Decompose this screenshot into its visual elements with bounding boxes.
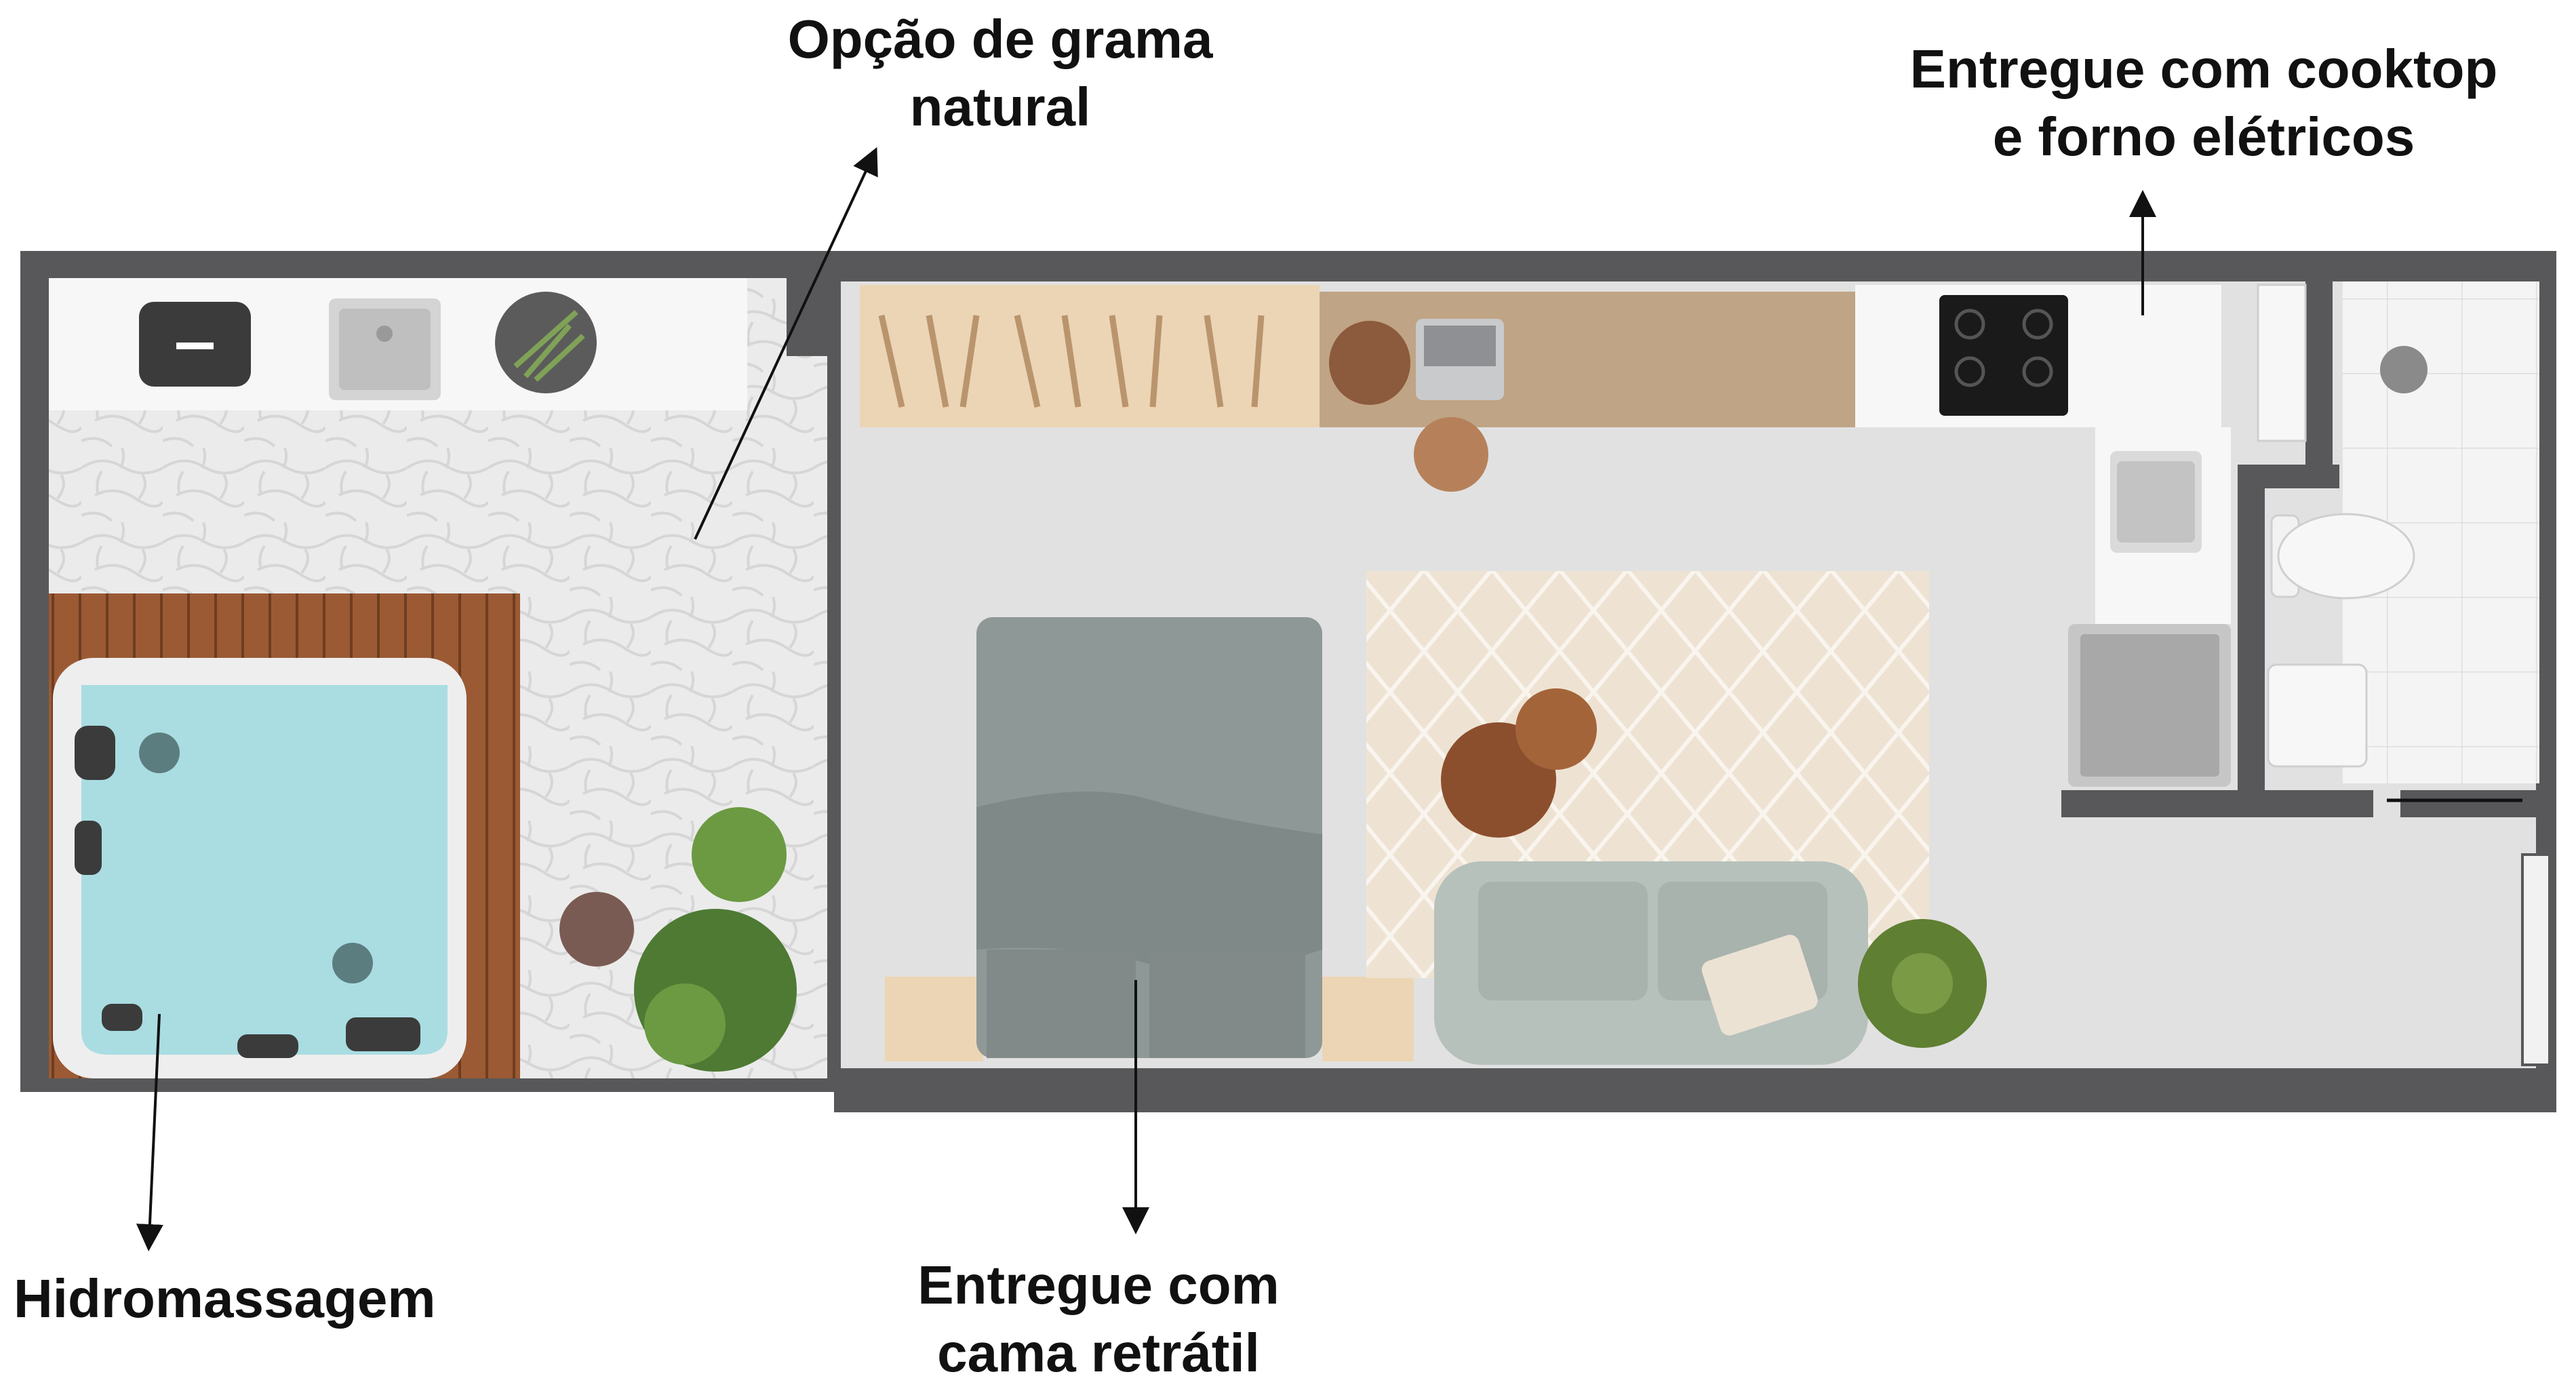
callout-arrows xyxy=(136,146,2156,1251)
label-kitchen-line2: e forno elétricos xyxy=(1992,106,2415,167)
bathroom-walls xyxy=(2061,281,2536,817)
label-kitchen-line1: Entregue com cooktop xyxy=(1909,39,2498,99)
cooktop-icon xyxy=(1939,295,2068,416)
shower-icon xyxy=(2380,346,2428,393)
grill-icon xyxy=(139,302,251,387)
coffee-table-icon xyxy=(1441,688,1597,838)
label-retractable-bed: Entregue com cama retrátil xyxy=(854,1251,1343,1387)
bed-icon xyxy=(885,617,1414,1061)
door-icon xyxy=(2387,798,2551,1066)
label-grass-line2: natural xyxy=(909,77,1091,137)
label-bed-line1: Entregue com xyxy=(917,1255,1280,1315)
linen-shelf xyxy=(2257,284,2307,442)
label-hot-tub: Hidromassagem xyxy=(14,1265,448,1333)
outdoor-counter xyxy=(49,278,747,410)
label-bed-line2: cama retrátil xyxy=(937,1323,1260,1383)
label-grass-line1: Opção de grama xyxy=(787,9,1213,69)
label-hot-tub-line1: Hidromassagem xyxy=(14,1268,436,1329)
sink-icon xyxy=(329,298,441,400)
shelf-icon xyxy=(860,285,1320,427)
sink-icon xyxy=(2267,663,2368,768)
sofa-icon xyxy=(1434,861,1868,1065)
label-kitchen-appliances: Entregue com cooktop e forno elétricos xyxy=(1831,35,2576,171)
chair-icon xyxy=(1414,417,1488,492)
label-grass-option: Opção de grama natural xyxy=(729,5,1271,141)
fridge-icon xyxy=(2068,624,2231,787)
plant-icon xyxy=(1858,919,1987,1048)
planter-icon xyxy=(495,292,597,393)
bowl-icon xyxy=(1329,321,1410,405)
laptop-icon xyxy=(1416,319,1504,400)
hot-tub-icon xyxy=(53,658,467,1078)
plant-icon xyxy=(559,807,797,1072)
sink-icon xyxy=(2110,451,2202,553)
toilet-icon xyxy=(2270,513,2415,600)
